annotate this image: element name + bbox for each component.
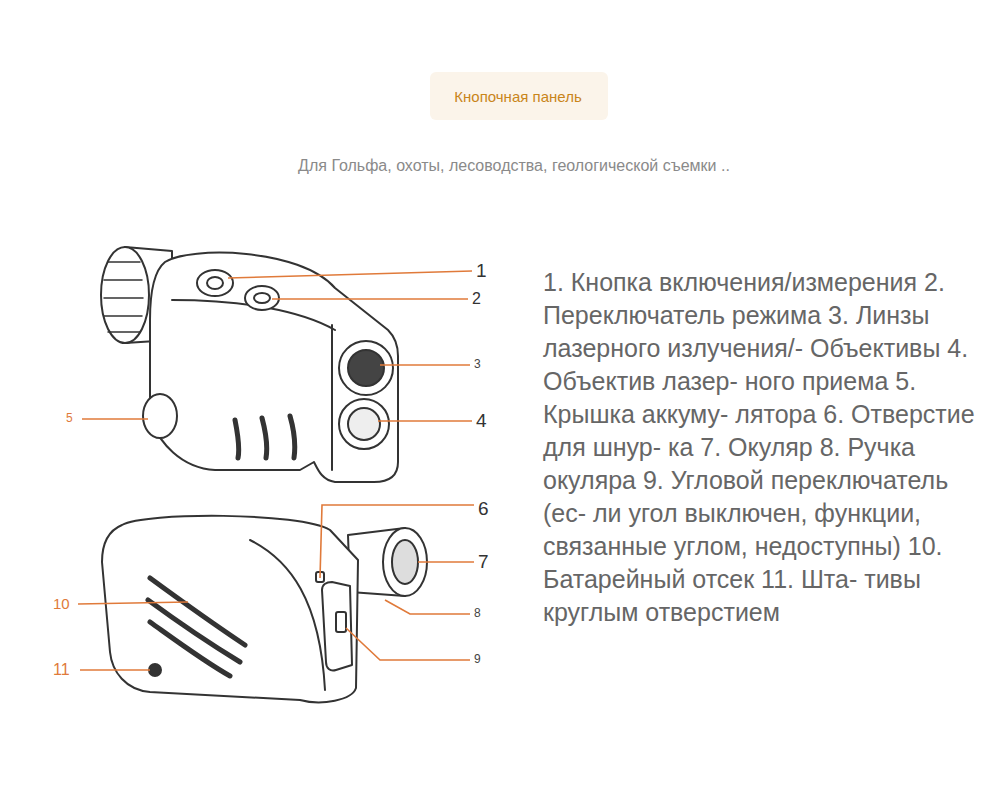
tripod-hole xyxy=(149,664,161,676)
lens-glass xyxy=(348,408,380,440)
battery-cap xyxy=(143,394,177,438)
front-edge xyxy=(331,325,333,470)
button-center xyxy=(254,293,270,303)
leader-line xyxy=(380,364,470,366)
side-panel xyxy=(322,582,352,671)
angle-switch xyxy=(336,612,346,632)
grip-slots xyxy=(235,416,295,458)
housing xyxy=(102,516,358,703)
housing xyxy=(150,253,398,482)
callout-number: 3 xyxy=(474,358,481,372)
housing-edge xyxy=(250,540,325,690)
eyepiece-ribs xyxy=(104,262,143,332)
lens-glass xyxy=(348,350,384,386)
leader-line xyxy=(385,600,470,614)
leader-line xyxy=(378,420,472,422)
callout-number: 4 xyxy=(476,410,487,432)
leader-line xyxy=(418,561,474,563)
leader-line xyxy=(346,628,470,660)
callout-number: 9 xyxy=(474,653,481,667)
lens xyxy=(339,341,393,395)
leader-line xyxy=(82,418,148,420)
callout-number: 10 xyxy=(53,595,70,612)
title-backdrop xyxy=(430,72,608,120)
callout-number: 11 xyxy=(53,661,70,679)
button-center xyxy=(207,277,223,289)
bottom-device xyxy=(102,516,427,703)
grip-slots xyxy=(148,578,245,676)
top-device xyxy=(101,247,398,482)
callout-number: 6 xyxy=(478,498,489,520)
callout-number: 7 xyxy=(478,551,489,573)
leader-line xyxy=(78,602,188,604)
title: Кнопочная панель xyxy=(454,88,581,105)
leader-line xyxy=(228,271,472,278)
eyepiece-ring xyxy=(101,247,149,343)
eyepiece-glass xyxy=(392,540,418,584)
leader-line xyxy=(272,298,468,300)
callout-number: 2 xyxy=(472,290,481,308)
button xyxy=(245,286,279,310)
leader-line xyxy=(320,505,474,578)
leader-line xyxy=(80,669,150,671)
callout-number: 5 xyxy=(66,412,73,426)
parts-list: 1. Кнопка включения/измерения 2. Переклю… xyxy=(543,266,983,629)
callout-number: 8 xyxy=(474,607,481,621)
button xyxy=(197,270,233,296)
lens xyxy=(339,399,389,449)
leader-lines xyxy=(78,271,474,670)
subtitle: Для Гольфа, охоты, лесоводства, геологич… xyxy=(298,157,730,175)
callout-number: 1 xyxy=(476,260,487,282)
